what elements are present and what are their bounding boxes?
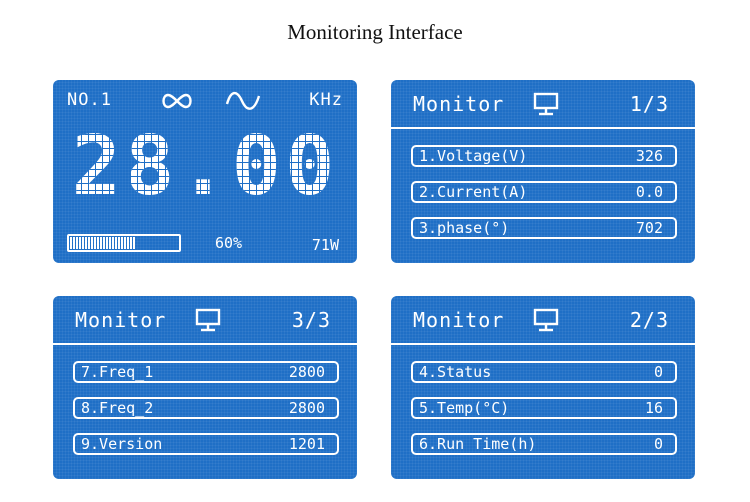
item-value: 2800: [288, 363, 325, 381]
page-title: Monitoring Interface: [287, 20, 463, 44]
header-divider: [53, 343, 357, 345]
monitor-header: Monitor 1/3: [413, 92, 669, 118]
page-indicator: 3/3: [291, 308, 331, 332]
list-item[interactable]: 7.Freq_1 2800: [73, 361, 339, 383]
monitor-icon: [533, 92, 559, 116]
monitor-panel-1: Monitor 1/3 1.Voltage(V) 326 2.Current(A…: [391, 80, 695, 263]
page-indicator: 2/3: [629, 308, 669, 332]
progress-percent: 60%: [215, 234, 243, 252]
item-label: 5.Temp(°C): [419, 399, 510, 417]
item-value: 326: [635, 147, 663, 165]
unit-label: KHz: [309, 90, 343, 110]
monitor-header: Monitor 2/3: [413, 308, 669, 334]
monitor-title: Monitor: [75, 308, 167, 332]
monitor-icon: [195, 308, 221, 332]
item-label: 7.Freq_1: [81, 363, 154, 381]
item-label: 6.Run Time(h): [419, 435, 537, 453]
item-value: 0: [653, 363, 663, 381]
monitor-panel-2: Monitor 2/3 4.Status 0 5.Temp(°C) 16 6.R…: [391, 296, 695, 479]
header-divider: [391, 127, 695, 129]
list-item[interactable]: 9.Version 1201: [73, 433, 339, 455]
power-readout: 71W: [311, 236, 339, 254]
sine-wave-icon: [225, 91, 261, 110]
progress-bar-fill: [70, 237, 135, 249]
item-label: 2.Current(A): [419, 183, 528, 201]
list-item[interactable]: 6.Run Time(h) 0: [411, 433, 677, 455]
frequency-display-panel: NO.1 KHz 28.00 60% 71W: [53, 80, 357, 263]
item-value: 1201: [288, 435, 325, 453]
progress-bar: [67, 234, 181, 252]
page-indicator: 1/3: [629, 92, 669, 116]
list-item[interactable]: 8.Freq_2 2800: [73, 397, 339, 419]
monitor-panel-3: Monitor 3/3 7.Freq_1 2800 8.Freq_2 2800 …: [53, 296, 357, 479]
infinity-icon: [162, 93, 192, 109]
monitor-title: Monitor: [413, 92, 505, 116]
list-item[interactable]: 2.Current(A) 0.0: [411, 181, 677, 203]
item-value: 0: [653, 435, 663, 453]
list-item[interactable]: 3.phase(°) 702: [411, 217, 677, 239]
monitor-icon: [533, 308, 559, 332]
list-item[interactable]: 1.Voltage(V) 326: [411, 145, 677, 167]
list-item[interactable]: 4.Status 0: [411, 361, 677, 383]
list-item[interactable]: 5.Temp(°C) 16: [411, 397, 677, 419]
status-line: NO.1 KHz: [67, 90, 343, 114]
item-label: 9.Version: [81, 435, 163, 453]
item-label: 4.Status: [419, 363, 492, 381]
item-value: 702: [635, 219, 663, 237]
monitor-title: Monitor: [413, 308, 505, 332]
item-label: 3.phase(°): [419, 219, 510, 237]
item-value: 2800: [288, 399, 325, 417]
frequency-readout: 28.00: [53, 122, 357, 212]
item-label: 1.Voltage(V): [419, 147, 528, 165]
item-label: 8.Freq_2: [81, 399, 154, 417]
item-value: 16: [644, 399, 663, 417]
item-value: 0.0: [635, 183, 663, 201]
channel-label: NO.1: [67, 90, 112, 110]
header-divider: [391, 343, 695, 345]
monitor-header: Monitor 3/3: [75, 308, 331, 334]
